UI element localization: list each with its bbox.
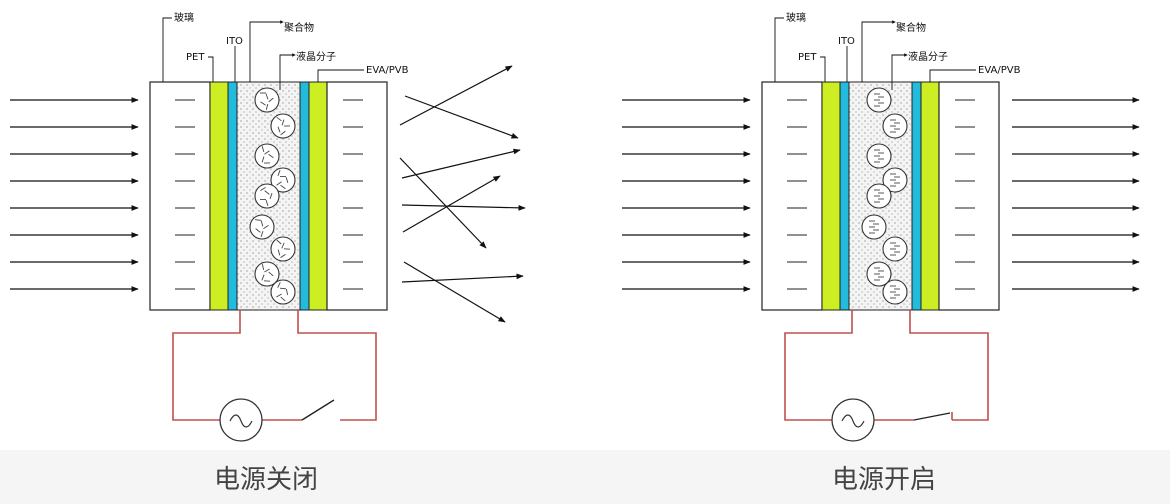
leader-glass <box>162 17 172 82</box>
leader-liquid-crystal <box>891 53 908 90</box>
liquid-crystal-droplet <box>882 113 908 139</box>
scattered-light-arrow <box>401 204 526 211</box>
liquid-crystal-droplet <box>270 113 296 139</box>
switch-icon <box>301 399 335 421</box>
liquid-crystal-droplet <box>270 279 296 305</box>
glass-right <box>938 81 1000 311</box>
wire-right <box>297 310 377 421</box>
label-pet: PET <box>798 52 817 63</box>
liquid-crystal-droplet <box>866 143 892 169</box>
glass-right <box>326 81 388 311</box>
scattered-light-arrow <box>402 175 501 233</box>
label-ito: ITO <box>838 36 855 47</box>
ac-source-icon <box>219 398 263 442</box>
leader-polymer <box>861 20 896 82</box>
pet-layer-left <box>821 81 841 311</box>
leader-eva-pvb <box>929 69 976 82</box>
liquid-crystal-droplet <box>861 214 887 240</box>
leader-glass <box>774 17 784 82</box>
panel-caption: 电源关闭 <box>214 465 318 495</box>
ito-layer-left <box>227 81 238 311</box>
scattered-light-arrow <box>401 273 524 283</box>
pet-layer-right <box>308 81 328 311</box>
scattered-light-arrow <box>399 157 487 249</box>
label-liquid-crystal: 液晶分子 <box>296 50 336 63</box>
liquid-crystal-droplet <box>270 236 296 262</box>
ac-source-icon <box>831 398 875 442</box>
leader-pet <box>820 56 826 82</box>
switch-icon <box>913 412 953 421</box>
leader-pet <box>208 56 214 82</box>
panel-caption: 电源开启 <box>832 465 936 495</box>
liquid-crystal-droplet <box>249 214 275 240</box>
label-glass: 玻璃 <box>786 11 806 24</box>
label-glass: 玻璃 <box>174 11 194 24</box>
label-eva-pvb: EVA/PVB <box>366 65 409 76</box>
label-pet: PET <box>186 52 205 63</box>
liquid-crystal-droplet <box>866 183 892 209</box>
pet-layer-right <box>920 81 940 311</box>
liquid-crystal-droplet <box>882 167 908 193</box>
wire-left <box>784 310 853 421</box>
leader-liquid-crystal <box>279 53 296 90</box>
liquid-crystal-droplet <box>254 261 280 287</box>
scattered-light-arrow <box>399 65 513 126</box>
label-eva-pvb: EVA/PVB <box>978 65 1021 76</box>
pet-layer-left <box>209 81 229 311</box>
leader-eva-pvb <box>317 69 364 82</box>
liquid-crystal-droplet <box>254 143 280 169</box>
ito-layer-left <box>839 81 850 311</box>
liquid-crystal-droplet <box>882 279 908 305</box>
liquid-crystal-droplet <box>254 87 280 113</box>
caption-bar <box>0 450 1170 504</box>
scattered-light-arrow <box>403 261 506 323</box>
label-liquid-crystal: 液晶分子 <box>908 50 948 63</box>
label-polymer: 聚合物 <box>284 21 314 34</box>
wire-left <box>172 310 241 421</box>
ito-layer-right <box>299 81 310 311</box>
liquid-crystal-droplet <box>866 87 892 113</box>
glass-left <box>149 81 211 311</box>
glass-left <box>761 81 823 311</box>
scattered-light-arrow <box>404 95 519 139</box>
liquid-crystal-droplet <box>882 236 908 262</box>
label-polymer: 聚合物 <box>896 21 926 34</box>
liquid-crystal-droplet <box>254 183 280 209</box>
scattered-light-arrow <box>401 148 521 179</box>
ito-layer-right <box>911 81 922 311</box>
liquid-crystal-droplet <box>866 261 892 287</box>
liquid-crystal-droplet <box>270 167 296 193</box>
wire-right <box>909 310 989 421</box>
label-ito: ITO <box>226 36 243 47</box>
leader-polymer <box>249 20 284 82</box>
